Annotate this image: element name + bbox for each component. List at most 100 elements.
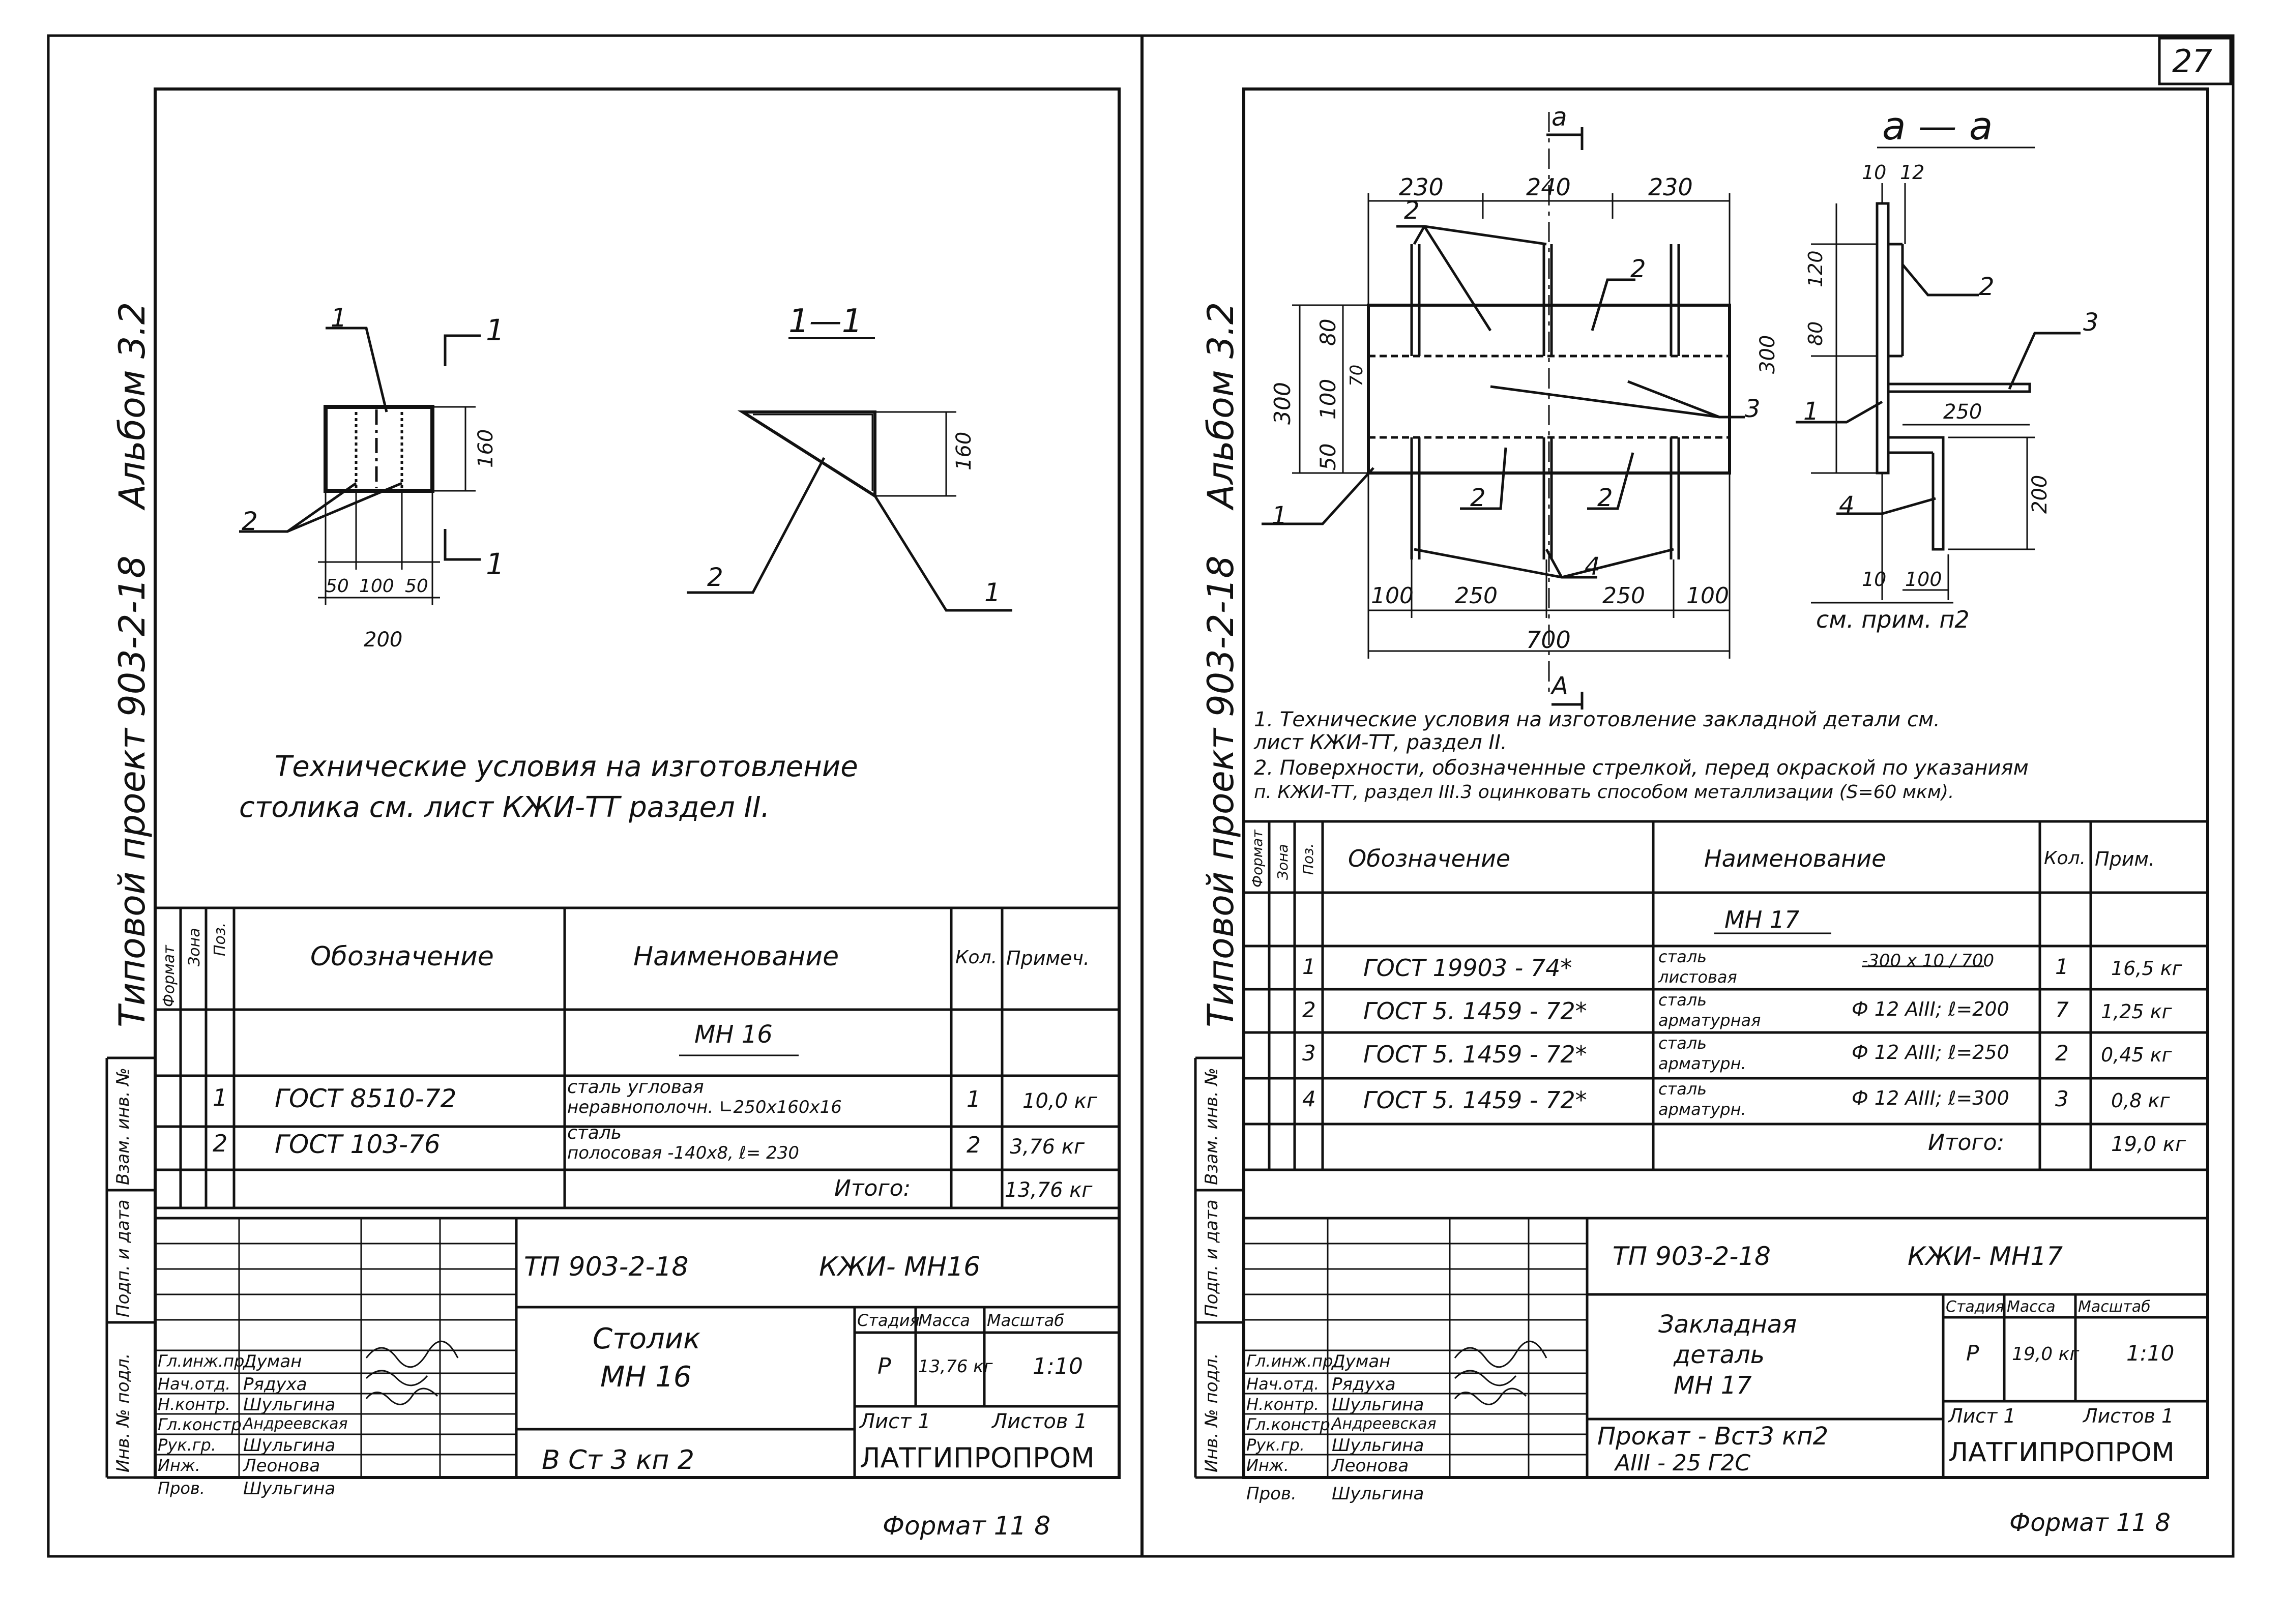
dim-bottom-3: 250: [1602, 583, 1645, 609]
role-3: Гл.констр.: [158, 1415, 247, 1434]
section-mark-top: 1: [486, 313, 505, 347]
rtb-name1: Закладная: [1658, 1310, 1797, 1339]
th-zone: Зона: [186, 928, 203, 966]
rt-th-note: Прим.: [2095, 848, 2155, 870]
tb-format: Формат 11 8: [883, 1511, 1051, 1541]
rt-group: МН 17: [1724, 906, 1800, 933]
rt-row2-spec: Ф 12 AIII; ℓ=200: [1852, 998, 2009, 1020]
sect-dim-80: 80: [1804, 321, 1827, 346]
rt-row1-pos: 1: [1302, 954, 1316, 979]
rt-row4-name2: арматурн.: [1658, 1100, 1746, 1119]
row1-qty: 1: [967, 1086, 981, 1112]
callout-2: 2: [242, 507, 258, 536]
rt-row4-spec: Ф 12 AIII; ℓ=300: [1852, 1087, 2009, 1109]
stamp-sign-date-right: Подп. и дата: [1202, 1199, 1222, 1317]
person-3: Андреевская: [243, 1415, 348, 1433]
rrole-3: Гл.констр.: [1246, 1415, 1335, 1434]
section-title: 1—1: [788, 303, 863, 340]
rtb-material1: Прокат - Вст3 кп2: [1597, 1422, 1829, 1451]
rt-th-pos: Поз.: [1300, 843, 1316, 875]
rrole-1: Нач.отд.: [1246, 1374, 1320, 1394]
rt-row3-pos: 3: [1302, 1041, 1316, 1066]
person-5: Леонова: [243, 1456, 320, 1476]
rtb-doc: ТП 903-2-18: [1613, 1242, 1771, 1271]
tb-mass-h: Масса: [918, 1311, 971, 1330]
plan-callout-2c: 2: [1470, 484, 1486, 512]
sect-callout-1: 1: [1803, 397, 1819, 426]
tb-mass: 13,76 кг: [918, 1356, 993, 1377]
tb-name2: МН 16: [600, 1361, 692, 1394]
stamp-replaced-inv-right: Взам. инв. №: [1202, 1068, 1222, 1185]
role-4: Рук.гр.: [158, 1435, 217, 1455]
rt-th-zone: Зона: [1274, 844, 1291, 880]
row2-pos: 2: [213, 1130, 228, 1157]
note2: 2. Поверхности, обозначенные стрелкой, п…: [1254, 756, 2029, 780]
rt-row2-code: ГОСТ 5. 1459 - 72*: [1363, 997, 1587, 1025]
tb-org: ЛАТГИПРОПРОМ: [860, 1442, 1095, 1474]
rtb-stage-h: Стадия: [1946, 1298, 2005, 1316]
th-designation: Обозначение: [310, 941, 494, 972]
rt-row2-name1: сталь: [1658, 990, 1707, 1010]
sect-callout-2: 2: [1979, 273, 1995, 301]
callout-1b: 1: [984, 578, 1001, 607]
rrole-2: Н.контр.: [1246, 1395, 1320, 1414]
rtb-scale-h: Масштаб: [2078, 1298, 2151, 1316]
sect-dim-300: 300: [1756, 335, 1779, 374]
role-2: Н.контр.: [158, 1395, 231, 1414]
rtb-name3: МН 17: [1674, 1371, 1752, 1400]
stamp-sign-date: Подп. и дата: [113, 1199, 133, 1317]
rtb-scale: 1:10: [2126, 1341, 2175, 1366]
rt-row3-name2: арматурн.: [1658, 1054, 1746, 1073]
person-2: Шульгина: [243, 1395, 336, 1415]
sect-callout-3: 3: [2083, 308, 2099, 337]
dim-left-300: 300: [1270, 382, 1296, 425]
tb-material: В Ст 3 кп 2: [542, 1445, 694, 1475]
row1-note: 10,0 кг: [1022, 1089, 1097, 1113]
dim-w3: 50: [405, 576, 428, 597]
rt-row2-qty: 7: [2055, 997, 2069, 1022]
dim-left-100: 100: [1315, 378, 1340, 420]
rtb-format: Формат 11 8: [2009, 1509, 2171, 1537]
sect-dim-120: 120: [1804, 250, 1827, 287]
rtb-mass-h: Масса: [2007, 1298, 2056, 1316]
th-qty: Кол.: [955, 947, 998, 968]
section-mark-a: а: [1552, 102, 1567, 132]
rperson-4: Шульгина: [1332, 1435, 1424, 1456]
sect-dim-100: 100: [1905, 568, 1942, 590]
rperson-1: Рядуха: [1332, 1374, 1396, 1395]
dim-left-70: 70: [1347, 364, 1367, 387]
dim-left-80: 80: [1315, 318, 1340, 346]
rperson-6: Шульгина: [1332, 1484, 1424, 1504]
rrole-0: Гл.инж.пр.: [1246, 1351, 1338, 1371]
sect-dim-10b: 10: [1862, 568, 1887, 590]
rrole-4: Рук.гр.: [1246, 1435, 1305, 1455]
tb-stage: Р: [877, 1353, 891, 1379]
rt-total: 19,0 кг: [2111, 1133, 2186, 1156]
role-1: Нач.отд.: [158, 1374, 231, 1394]
callout-2b: 2: [707, 563, 723, 592]
rt-row4-pos: 4: [1302, 1086, 1316, 1111]
dim-total: 200: [364, 628, 403, 652]
dim-bottom-4: 100: [1686, 583, 1729, 609]
role-5: Инж.: [158, 1456, 200, 1475]
row2-code: ГОСТ 103-76: [275, 1130, 441, 1159]
row1-pos: 1: [213, 1084, 228, 1111]
stamp-inv-original: Инв. № подл.: [113, 1353, 133, 1472]
rt-row2-name2: арматурная: [1658, 1011, 1761, 1030]
person-6: Шульгина: [243, 1479, 336, 1499]
rt-row4-qty: 3: [2055, 1086, 2069, 1111]
page-number: 27: [2172, 43, 2212, 80]
rtb-sheets: Листов 1: [2083, 1405, 2174, 1427]
rt-row3-qty: 2: [2055, 1041, 2069, 1066]
rt-row2-note: 1,25 кг: [2101, 1000, 2172, 1023]
row2-name1: сталь: [567, 1123, 622, 1143]
row2-qty: 2: [967, 1132, 981, 1158]
section-mark-bottom: 1: [486, 547, 505, 581]
tb-scale: 1:10: [1033, 1353, 1083, 1379]
rt-th-qty: Кол.: [2044, 848, 2086, 869]
dim-total-700: 700: [1526, 626, 1571, 654]
dim-height-2: 160: [952, 431, 976, 470]
row1-code: ГОСТ 8510-72: [275, 1084, 457, 1113]
